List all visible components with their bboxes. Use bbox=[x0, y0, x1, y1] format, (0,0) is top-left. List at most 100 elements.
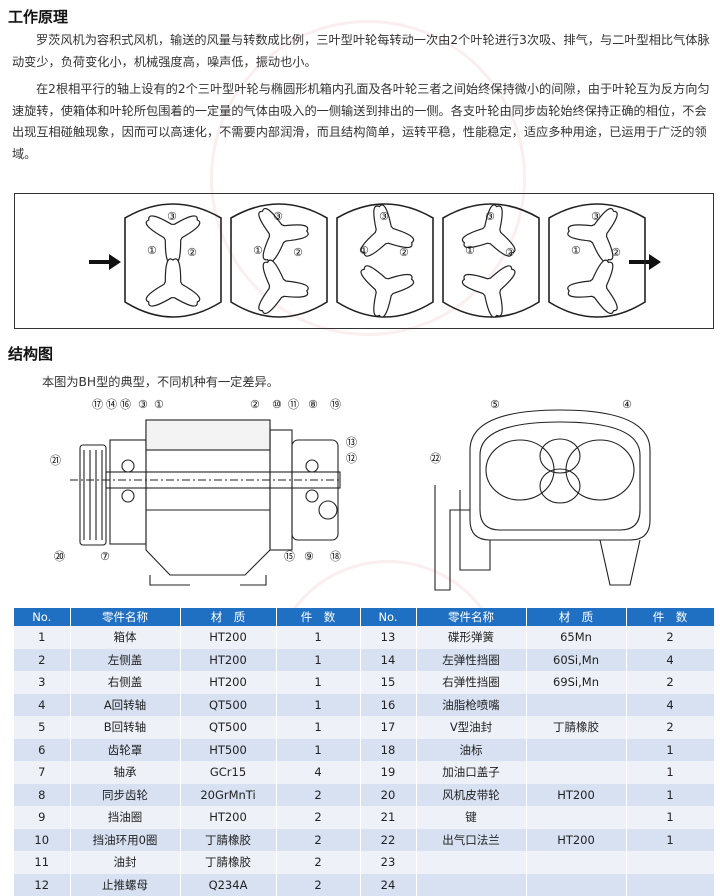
table-cell: 齿轮罩 bbox=[70, 739, 180, 762]
table-cell: 4 bbox=[626, 694, 714, 717]
callout-number: ① bbox=[154, 398, 164, 411]
table-cell: 左侧盖 bbox=[70, 649, 180, 672]
lower-impeller bbox=[259, 260, 308, 313]
table-cell: 6 bbox=[14, 739, 70, 762]
callout-number: ㉑ bbox=[50, 454, 61, 467]
chamber-label: ③ bbox=[485, 210, 495, 223]
end-section-view bbox=[435, 410, 650, 590]
callout-number: ⑩ bbox=[272, 398, 282, 411]
table-cell bbox=[526, 851, 626, 874]
callout-number: ⑨ bbox=[304, 550, 314, 563]
table-cell: 碟形弹簧 bbox=[416, 626, 526, 649]
table-cell: 4 bbox=[14, 694, 70, 717]
table-cell: HT200 bbox=[180, 671, 276, 694]
callout-number: ⑱ bbox=[330, 550, 341, 563]
principle-paragraph-2: 在2根相平行的轴上设有的2个三叶型叶轮与椭圆形机箱内孔面及各叶轮三者之间始终保持… bbox=[12, 79, 712, 165]
table-cell: 1 bbox=[626, 784, 714, 807]
table-cell: 19 bbox=[360, 761, 416, 784]
header-no-left: No. bbox=[14, 608, 70, 626]
table-cell: 69Si,Mn bbox=[526, 671, 626, 694]
table-cell: 1 bbox=[276, 716, 360, 739]
header-material-left: 材 质 bbox=[180, 608, 276, 626]
chamber-label: ③ bbox=[379, 210, 389, 223]
table-cell: 15 bbox=[360, 671, 416, 694]
table-cell: 2 bbox=[276, 806, 360, 829]
table-cell: HT200 bbox=[526, 829, 626, 852]
table-cell: 2 bbox=[626, 626, 714, 649]
table-cell: HT200 bbox=[526, 784, 626, 807]
structure-note: 本图为BH型的典型，不同机种有一定差异。 bbox=[42, 372, 279, 390]
lower-impeller bbox=[146, 259, 200, 306]
table-cell bbox=[526, 739, 626, 762]
callout-number: ⑯ bbox=[120, 398, 131, 411]
table-cell: 挡油圈 bbox=[70, 806, 180, 829]
callout-number: ⑧ bbox=[308, 398, 318, 411]
table-cell: 油标 bbox=[416, 739, 526, 762]
table-cell: HT200 bbox=[180, 806, 276, 829]
table-cell: 左弹性挡圈 bbox=[416, 649, 526, 672]
chamber-label: ③ bbox=[273, 210, 283, 223]
table-cell: 11 bbox=[14, 851, 70, 874]
table-cell: 18 bbox=[360, 739, 416, 762]
table-cell: 2 bbox=[276, 829, 360, 852]
lower-impeller bbox=[361, 266, 414, 317]
table-cell: HT500 bbox=[180, 739, 276, 762]
table-cell bbox=[526, 761, 626, 784]
table-cell: 丁腈橡胶 bbox=[180, 851, 276, 874]
callout-number: ③ bbox=[138, 398, 148, 411]
table-cell: 油封 bbox=[70, 851, 180, 874]
table-cell: 23 bbox=[360, 851, 416, 874]
header-material-right: 材 质 bbox=[526, 608, 626, 626]
table-cell: 20 bbox=[360, 784, 416, 807]
table-cell: 3 bbox=[14, 671, 70, 694]
chamber-label: ③ bbox=[591, 210, 601, 223]
chamber-label: ① bbox=[359, 244, 369, 257]
table-cell: 右弹性挡圈 bbox=[416, 671, 526, 694]
table-cell: 加油口盖子 bbox=[416, 761, 526, 784]
inlet-arrow-icon bbox=[89, 254, 121, 270]
table-cell: 13 bbox=[360, 626, 416, 649]
header-qty-right: 件 数 bbox=[626, 608, 714, 626]
table-cell: 出气口法兰 bbox=[416, 829, 526, 852]
table-cell: 16 bbox=[360, 694, 416, 717]
roots-stage: ① ② ③ bbox=[337, 204, 433, 317]
table-cell: 同步齿轮 bbox=[70, 784, 180, 807]
table-cell: 右侧盖 bbox=[70, 671, 180, 694]
callout-number: ⑭ bbox=[106, 398, 117, 411]
table-cell: 1 bbox=[626, 761, 714, 784]
chamber-label: ② bbox=[505, 246, 515, 259]
lower-impeller bbox=[568, 260, 617, 313]
callout-number: ⑰ bbox=[92, 398, 103, 411]
callout-number: ㉒ bbox=[430, 452, 441, 465]
callout-number: ⑤ bbox=[490, 398, 500, 411]
parts-table-header: No. 零件名称 材 质 件 数 No. 零件名称 材 质 件 数 bbox=[14, 608, 714, 626]
chamber-label: ② bbox=[399, 246, 409, 259]
table-cell: 2 bbox=[276, 784, 360, 807]
callout-number: ⑪ bbox=[288, 398, 299, 411]
chamber-label: ② bbox=[611, 246, 621, 259]
table-cell: 1 bbox=[626, 739, 714, 762]
table-cell: 1 bbox=[276, 649, 360, 672]
table-cell: HT200 bbox=[180, 649, 276, 672]
section-title-structure: 结构图 bbox=[8, 343, 53, 364]
table-cell: 10 bbox=[14, 829, 70, 852]
table-cell: QT500 bbox=[180, 716, 276, 739]
callout-number: ⑲ bbox=[330, 398, 341, 411]
table-cell: 2 bbox=[14, 649, 70, 672]
table-cell: 20GrMnTi bbox=[180, 784, 276, 807]
callout-number: ⑳ bbox=[54, 550, 65, 563]
table-cell: 9 bbox=[14, 806, 70, 829]
table-cell: GCr15 bbox=[180, 761, 276, 784]
